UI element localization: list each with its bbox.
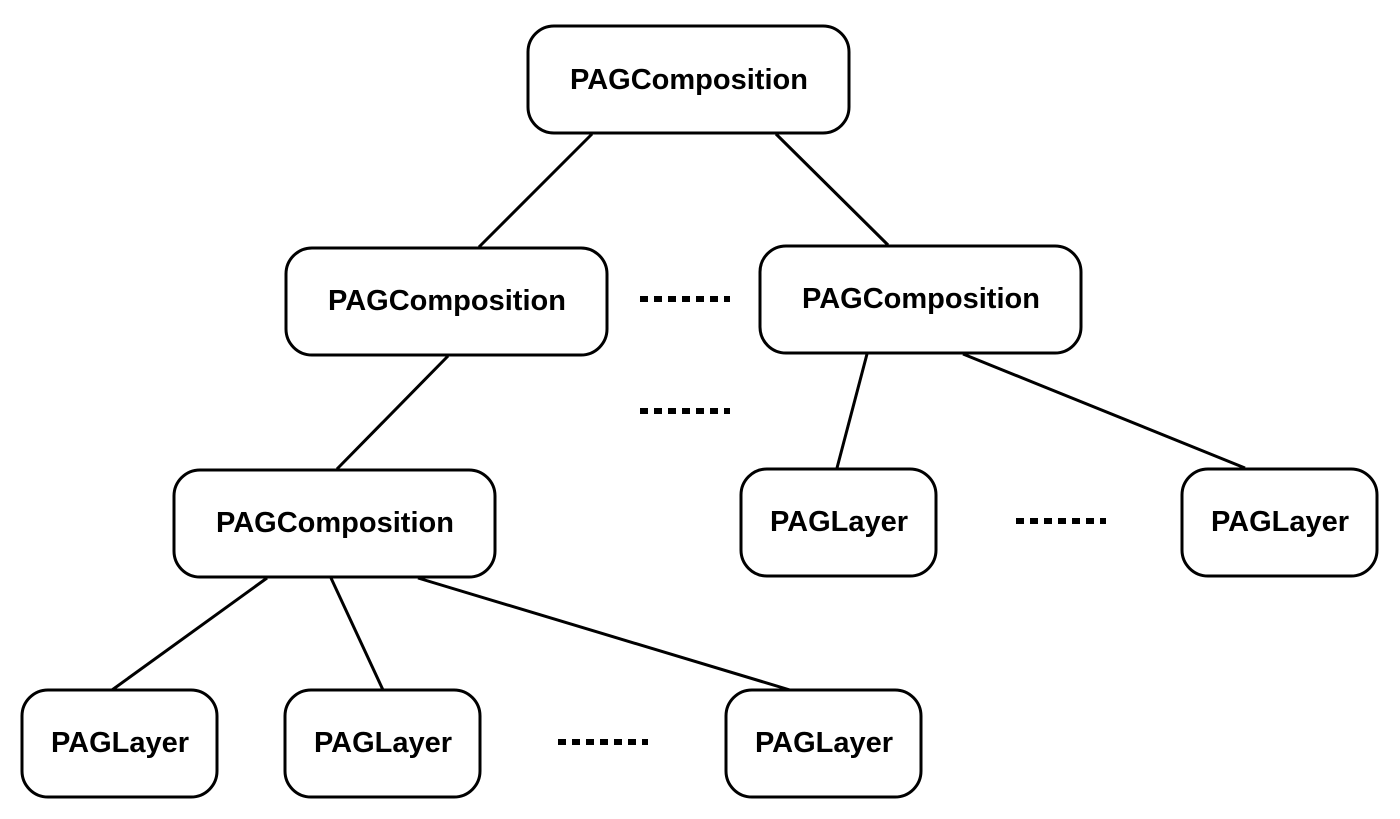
edge-root-to-mid-right [774, 132, 890, 247]
node-bottom-layer-3: PAGLayer [724, 688, 923, 799]
node-right-layer-2: PAGLayer [1180, 467, 1379, 578]
node-mid-left-box [284, 246, 609, 357]
node-root: PAGComposition [526, 24, 851, 135]
edge-mid-left-to-low-left [335, 354, 450, 471]
node-mid-left-label: PAGComposition [328, 285, 566, 317]
node-right-layer-1-label: PAGLayer [770, 506, 908, 538]
node-right-layer-1: PAGLayer [739, 467, 938, 578]
node-low-left: PAGComposition [172, 468, 497, 579]
edge-low-left-to-bottom-layer-3 [417, 576, 791, 692]
node-root-box [526, 24, 851, 135]
node-bottom-layer-2-box [283, 688, 482, 799]
node-bottom-layer-1-box [20, 688, 219, 799]
node-low-left-label: PAGComposition [216, 507, 454, 539]
edge-mid-right-to-right-layer-1 [835, 353, 869, 469]
node-low-left-box [172, 468, 497, 579]
node-mid-right-box [758, 244, 1083, 355]
node-right-layer-1-box [739, 467, 938, 578]
edge-root-to-mid-left [477, 132, 594, 249]
ellipsis-markers [558, 296, 1106, 745]
node-bottom-layer-1-label: PAGLayer [51, 727, 189, 759]
node-bottom-layer-3-label: PAGLayer [755, 727, 893, 759]
edges [111, 132, 1246, 692]
node-right-layer-2-box [1180, 467, 1379, 578]
node-bottom-layer-2-label: PAGLayer [314, 727, 452, 759]
node-bottom-layer-1: PAGLayer [20, 688, 219, 799]
node-right-layer-2-label: PAGLayer [1211, 506, 1349, 538]
node-bottom-layer-2: PAGLayer [283, 688, 482, 799]
node-mid-right: PAGComposition [758, 244, 1083, 355]
node-root-label: PAGComposition [570, 64, 808, 96]
node-mid-left: PAGComposition [284, 246, 609, 357]
edge-low-left-to-bottom-layer-2 [329, 577, 385, 691]
node-bottom-layer-3-box [724, 688, 923, 799]
node-mid-right-label: PAGComposition [802, 283, 1040, 315]
edge-low-left-to-bottom-layer-1 [111, 576, 268, 692]
edge-mid-right-to-right-layer-2 [962, 352, 1246, 470]
